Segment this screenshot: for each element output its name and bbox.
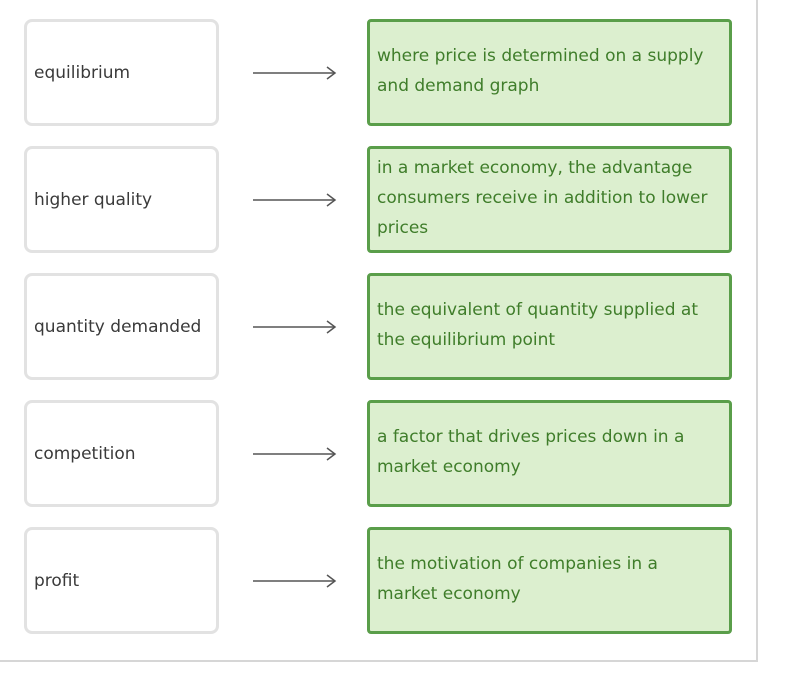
arrow-right-icon — [253, 320, 337, 334]
arrow-right-icon — [253, 447, 337, 461]
term-card[interactable]: competition — [24, 400, 219, 507]
definition-label: the motivation of companies in a market … — [377, 553, 658, 604]
definition-label: where price is determined on a supply an… — [377, 45, 704, 96]
match-row: competition a factor that drives prices … — [24, 400, 734, 507]
arrow-right-icon — [253, 574, 337, 588]
match-row: quantity demanded the equivalent of quan… — [24, 273, 734, 380]
definition-card[interactable]: in a market economy, the advantage consu… — [367, 146, 732, 253]
term-label: higher quality — [34, 189, 153, 210]
definition-card[interactable]: a factor that drives prices down in a ma… — [367, 400, 732, 507]
matching-list: equilibrium where price is determined on… — [24, 19, 734, 634]
definition-card[interactable]: the motivation of companies in a market … — [367, 527, 732, 634]
term-label: quantity demanded — [34, 316, 202, 337]
match-row: higher quality in a market economy, the … — [24, 146, 734, 253]
term-card[interactable]: profit — [24, 527, 219, 634]
matching-question-frame — [0, 0, 758, 662]
match-row: equilibrium where price is determined on… — [24, 19, 734, 126]
term-card[interactable]: equilibrium — [24, 19, 219, 126]
term-label: profit — [34, 570, 80, 591]
term-card[interactable]: quantity demanded — [24, 273, 219, 380]
definition-label: the equivalent of quantity supplied at t… — [377, 299, 699, 350]
definition-card[interactable]: the equivalent of quantity supplied at t… — [367, 273, 732, 380]
definition-label: in a market economy, the advantage consu… — [377, 157, 708, 238]
term-label: equilibrium — [34, 62, 131, 83]
arrow-right-icon — [253, 66, 337, 80]
term-label: competition — [34, 443, 136, 464]
definition-label: a factor that drives prices down in a ma… — [377, 426, 685, 477]
match-row: profit the motivation of companies in a … — [24, 527, 734, 634]
definition-card[interactable]: where price is determined on a supply an… — [367, 19, 732, 126]
term-card[interactable]: higher quality — [24, 146, 219, 253]
arrow-right-icon — [253, 193, 337, 207]
